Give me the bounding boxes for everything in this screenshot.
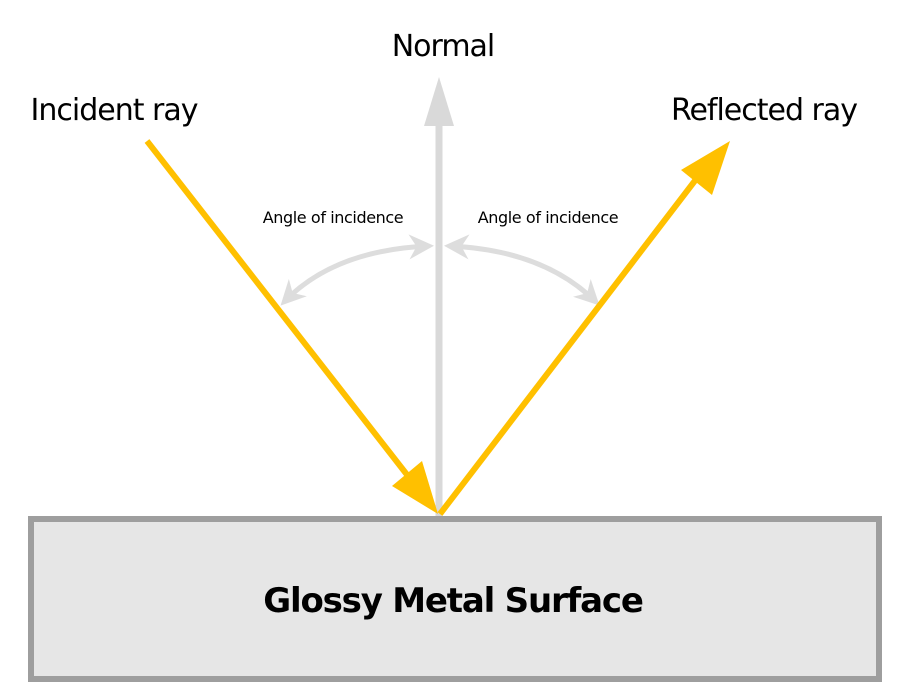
incident-ray-arrowhead [392, 461, 438, 514]
angle-label-right: Angle of incidence [478, 208, 619, 227]
angle-arc-right [444, 234, 600, 306]
surface-label: Glossy Metal Surface [263, 581, 643, 621]
normal-arrowhead [424, 77, 454, 126]
reflected-ray [437, 176, 700, 516]
incident-ray [144, 139, 411, 478]
incident-ray-label: Incident ray [31, 93, 198, 128]
normal-label: Normal [392, 29, 495, 64]
reflected-ray-label: Reflected ray [671, 93, 857, 128]
angle-label-left: Angle of incidence [263, 208, 404, 227]
reflected-ray-arrowhead [681, 141, 730, 195]
angle-arc-left [280, 234, 434, 306]
glossy-metal-surface [28, 516, 882, 682]
